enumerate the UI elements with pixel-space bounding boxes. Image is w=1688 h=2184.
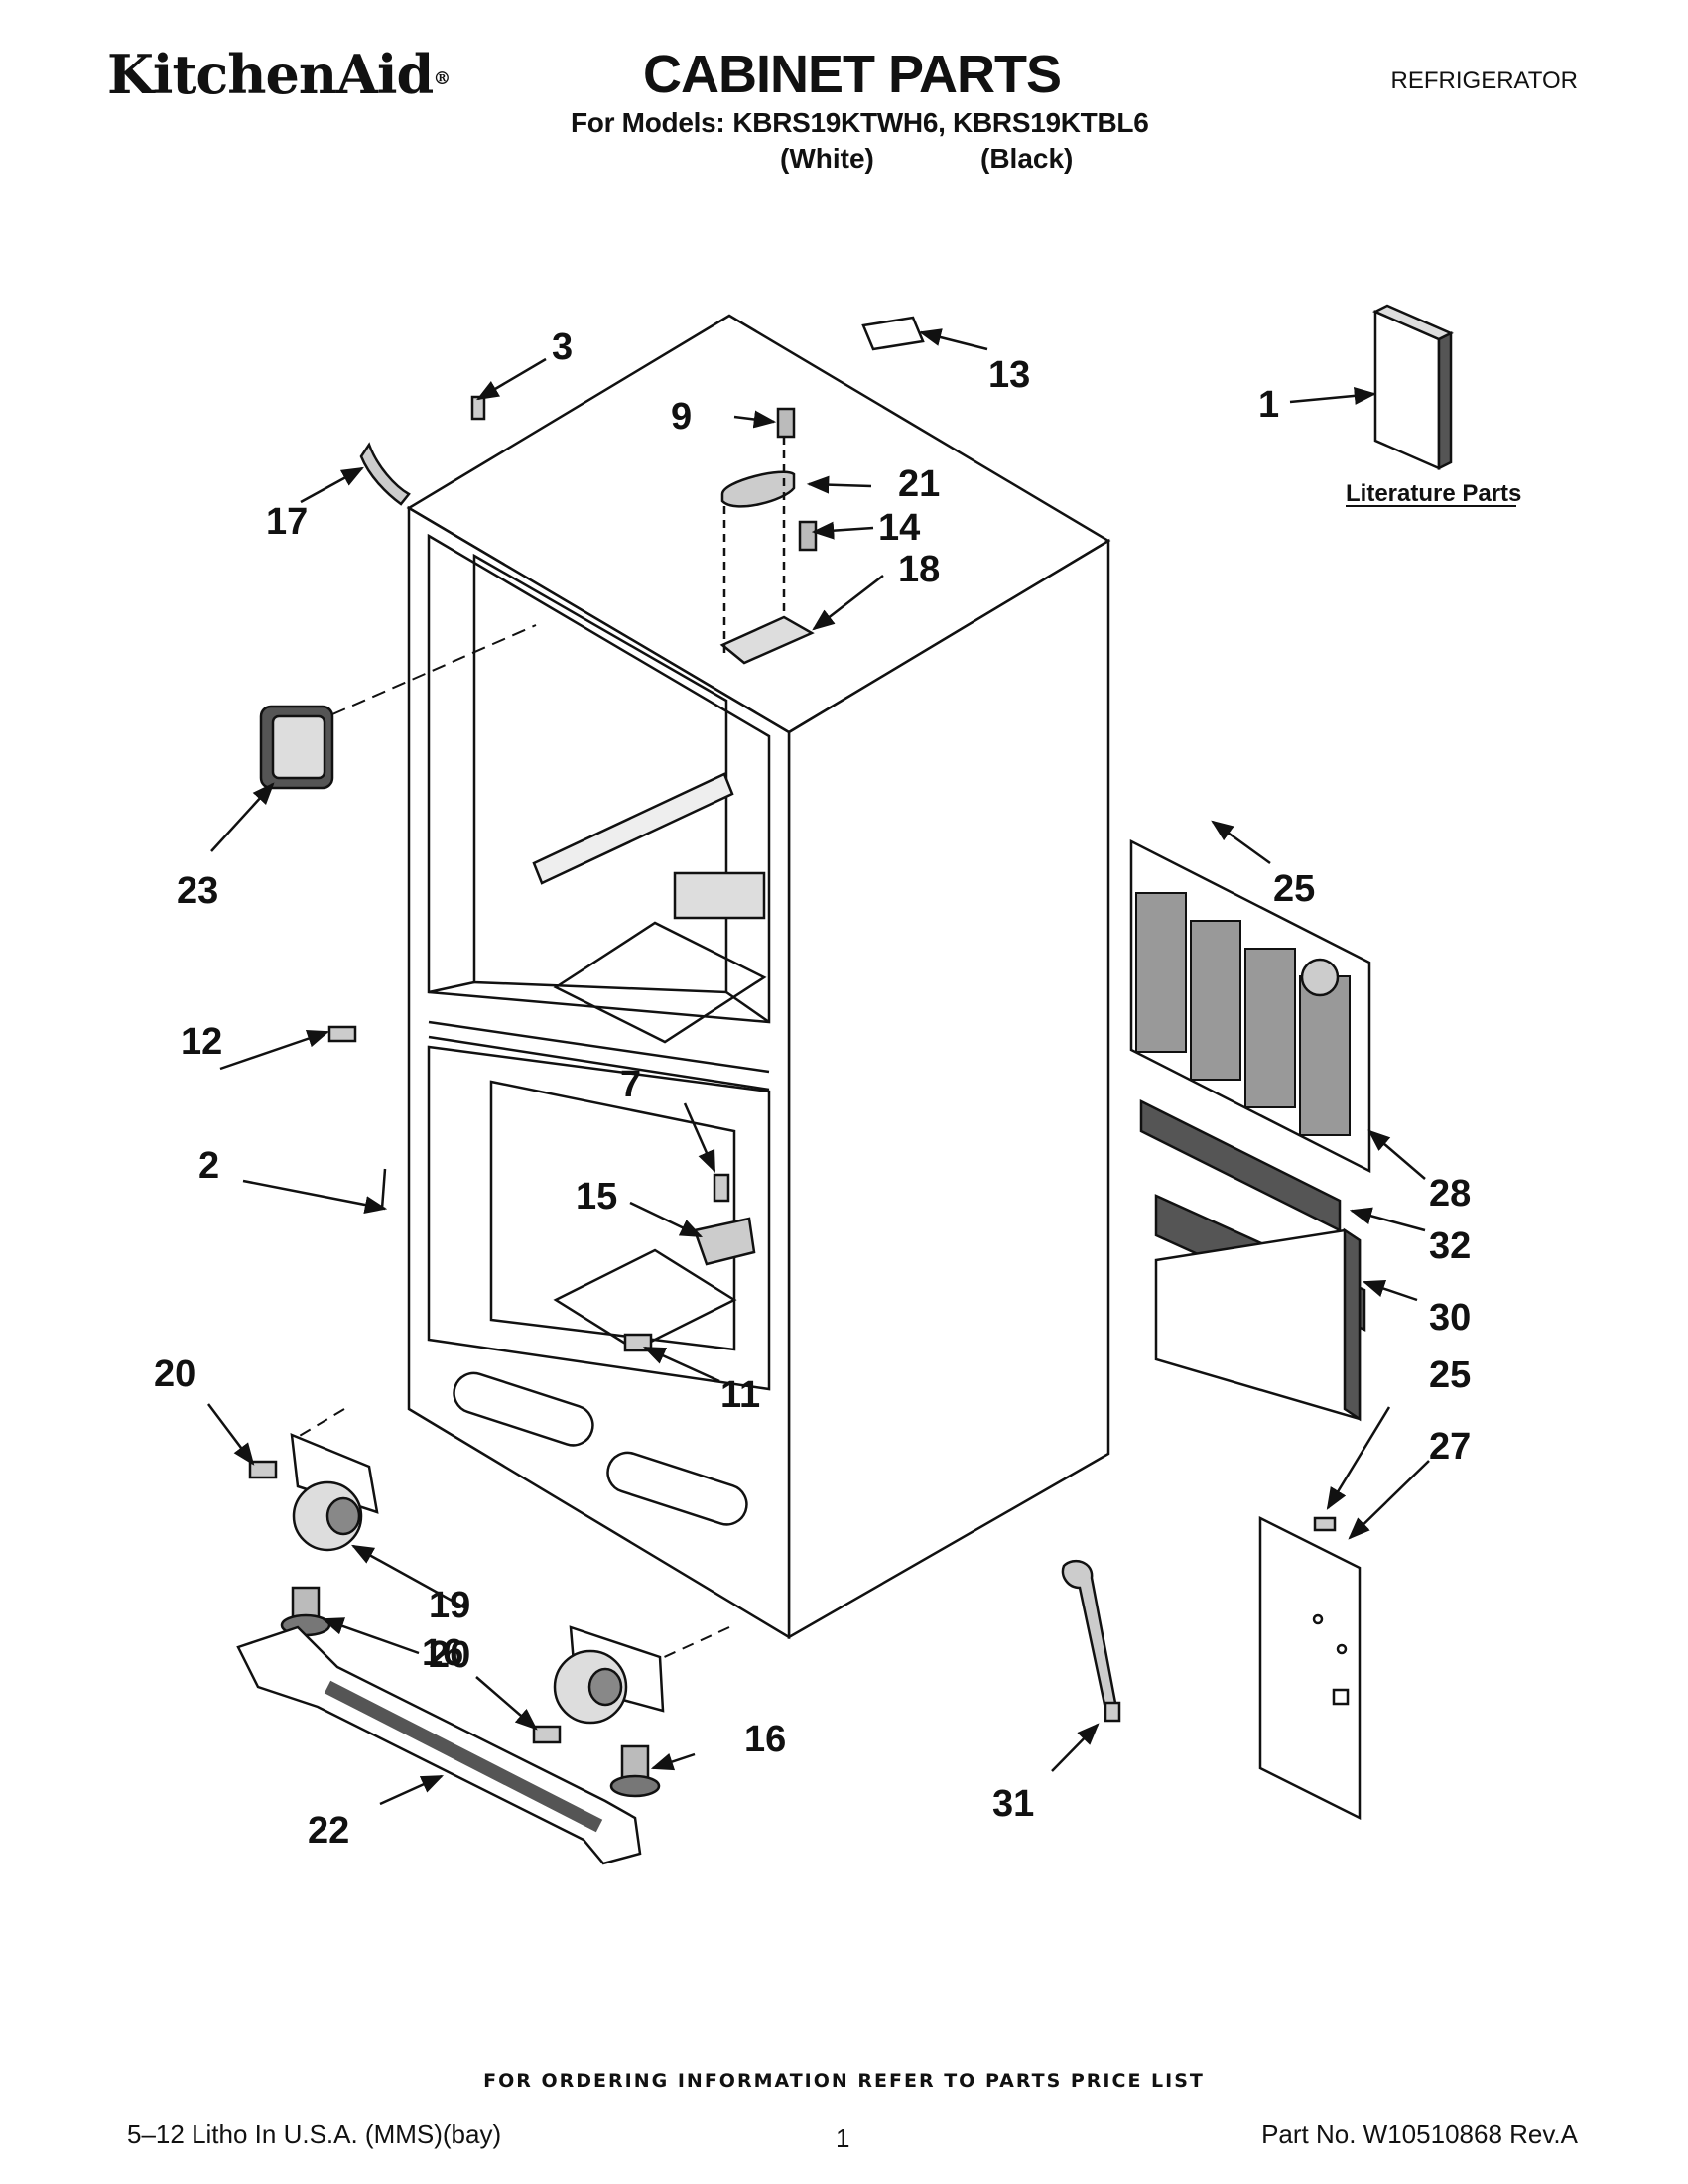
callout-7: 7: [620, 1064, 641, 1105]
callout-14: 14: [878, 507, 920, 549]
refrigerator-cabinet: [406, 314, 1111, 1640]
callout-32: 32: [1429, 1225, 1471, 1267]
wrench-tool: [1061, 1559, 1121, 1723]
callout-19: 19: [429, 1585, 470, 1626]
callout-25-bottom: 25: [1429, 1354, 1471, 1396]
callout-16-right: 16: [744, 1719, 786, 1760]
color-white-label: (White): [780, 143, 874, 174]
callout-13: 13: [988, 354, 1030, 396]
front-roller-right: [553, 1625, 665, 1798]
callout-11: 11: [720, 1374, 760, 1416]
appliance-category: REFRIGERATOR: [1390, 67, 1578, 94]
callout-labels: 1 2 3 7 9 11 12 13 14 15 16 16 17 18 19 …: [154, 326, 1521, 1852]
callout-28: 28: [1429, 1173, 1471, 1215]
part-number: Part No. W10510868 Rev.A: [1261, 2120, 1578, 2149]
front-roller-left: [280, 1433, 379, 1637]
callout-1: 1: [1258, 384, 1279, 426]
callout-31: 31: [992, 1783, 1034, 1825]
models-label: For Models:: [571, 107, 725, 138]
litho-info: 5–12 Litho In U.S.A. (MMS)(bay): [127, 2120, 502, 2149]
brand-name: KitchenAid: [107, 43, 434, 106]
brand-registered-mark: ®: [433, 67, 451, 89]
callout-17: 17: [266, 501, 308, 543]
callout-leaders: [207, 328, 1430, 1806]
callout-15: 15: [576, 1176, 617, 1218]
ordering-note: FOR ORDERING INFORMATION REFER TO PARTS …: [483, 2070, 1205, 2092]
page-title: CABINET PARTS: [643, 45, 1062, 104]
callout-3: 3: [552, 326, 573, 368]
callout-25-top: 25: [1273, 868, 1315, 910]
top-hinge-assembly: [719, 407, 818, 665]
access-panel: [1258, 1515, 1362, 1821]
callout-16-left: 16: [422, 1632, 463, 1674]
callout-23: 23: [177, 870, 218, 912]
callout-22: 22: [308, 1810, 349, 1852]
callout-12: 12: [181, 1021, 222, 1063]
callout-20-left: 20: [154, 1353, 195, 1395]
color-black-label: (Black): [980, 143, 1074, 174]
callout-30: 30: [1429, 1297, 1471, 1339]
model-numbers: KBRS19KTWH6, KBRS19KTBL6: [732, 107, 1149, 138]
callout-20-right: 20: [429, 1634, 470, 1676]
callout-27: 27: [1429, 1426, 1471, 1468]
brand-logo: KitchenAid®: [107, 48, 451, 101]
model-line: For Models:KBRS19KTWH6, KBRS19KTBL6: [571, 107, 1149, 138]
literature-parts: [1372, 304, 1454, 471]
callout-21: 21: [898, 463, 940, 505]
cabinet-small-parts: [248, 316, 925, 1744]
callout-2: 2: [198, 1145, 219, 1187]
literature-parts-label: Literature Parts: [1346, 480, 1521, 507]
base-grille: [236, 1625, 642, 1865]
callout-18: 18: [898, 549, 940, 590]
page-number: 1: [836, 2123, 850, 2153]
rear-grille: [1129, 838, 1371, 1422]
callout-9: 9: [671, 396, 692, 438]
